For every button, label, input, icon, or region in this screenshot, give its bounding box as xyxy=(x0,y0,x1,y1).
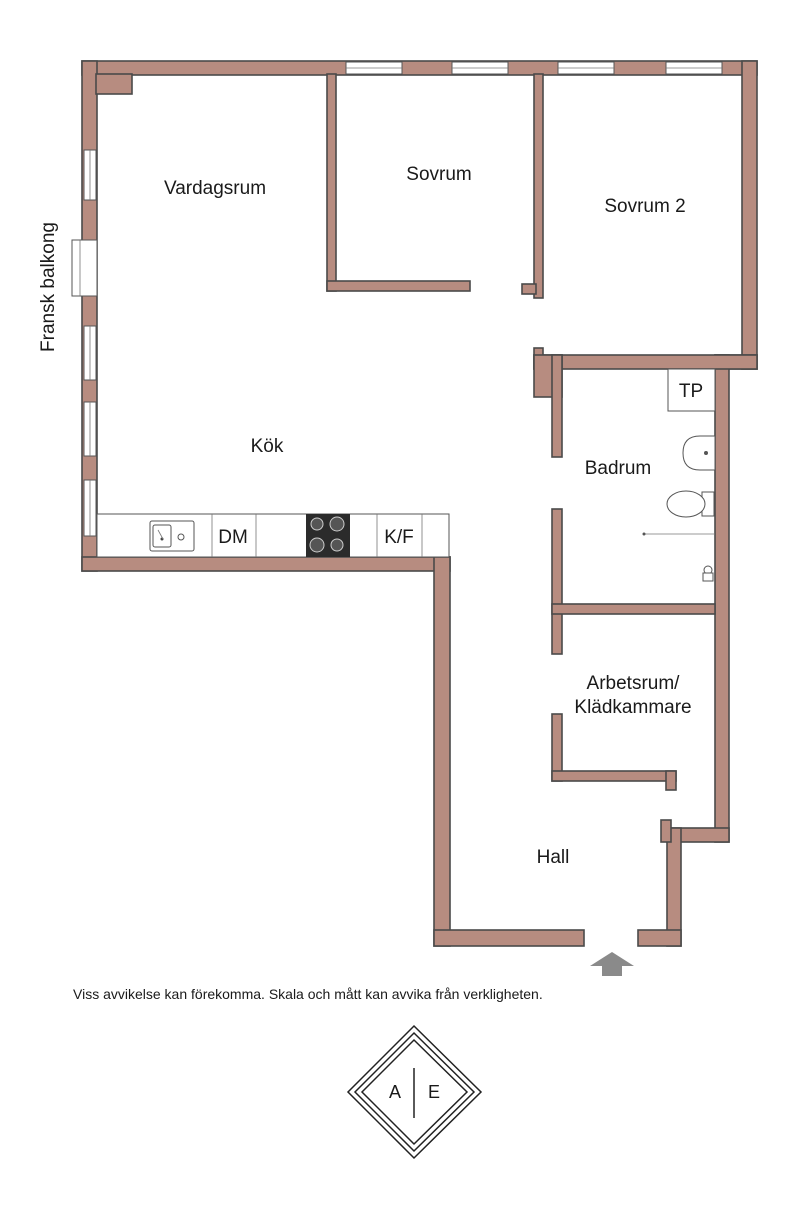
wall-badrum-left-a xyxy=(551,354,563,458)
wall-right-upper xyxy=(741,60,758,370)
kitchen-dishwasher-label: DM xyxy=(218,527,248,548)
balcony-label: Fransk balkong xyxy=(38,222,59,352)
wall-kitchen-bottom xyxy=(81,556,451,572)
kitchen-fridge-label: K/F xyxy=(384,527,414,548)
room-sovrum: Sovrum xyxy=(406,164,471,185)
room-kok: Kök xyxy=(251,436,284,457)
logo-letter-a: A xyxy=(389,1082,401,1102)
wall-arbetsrum-bottom xyxy=(551,770,677,782)
shower-icon xyxy=(642,532,715,582)
logo-letter-e: E xyxy=(428,1082,440,1102)
logo: A E xyxy=(346,1024,483,1160)
wall-right-lower xyxy=(714,354,730,843)
wall-top xyxy=(81,60,758,76)
wall-vardagsrum-sovrum xyxy=(326,73,337,292)
wall-hall-left xyxy=(433,556,451,947)
wall-sovrum2-bottom xyxy=(533,354,758,370)
room-vardagsrum: Vardagsrum xyxy=(164,178,266,199)
windows-top xyxy=(345,61,723,75)
sink-icon xyxy=(149,520,195,552)
wall-badrum-left-b xyxy=(551,508,563,655)
room-hall: Hall xyxy=(537,847,570,868)
disclaimer-text: Viss avvikelse kan förekomma. Skala och … xyxy=(73,986,543,1002)
room-tp: TP xyxy=(679,381,703,402)
wall-hall-right xyxy=(666,827,682,947)
windows-left xyxy=(71,149,98,537)
wall-arbetsrum-stub xyxy=(665,770,677,791)
toilet-icon xyxy=(666,490,715,518)
wall-sovrum-stub xyxy=(521,283,537,295)
room-sovrum2: Sovrum 2 xyxy=(604,196,685,217)
wall-sovrum-sovrum2 xyxy=(533,73,544,299)
room-arbetsrum-line1: Arbetsrum/ xyxy=(587,673,681,694)
wall-sovrum-bottom xyxy=(326,280,471,292)
wall-corner-nw xyxy=(95,73,133,95)
room-badrum: Badrum xyxy=(585,458,652,479)
tp-box xyxy=(667,368,716,412)
wall-hall-right-notch xyxy=(660,819,672,843)
wall-bottom-left xyxy=(433,929,585,947)
wall-bottom-right xyxy=(637,929,682,947)
entrance-arrow-icon xyxy=(590,952,634,976)
wall-badrum-arbetsrum xyxy=(551,603,716,615)
stove-icon xyxy=(306,514,350,557)
washbasin-icon xyxy=(682,435,716,471)
room-arbetsrum-line2: Klädkammare xyxy=(574,697,691,718)
